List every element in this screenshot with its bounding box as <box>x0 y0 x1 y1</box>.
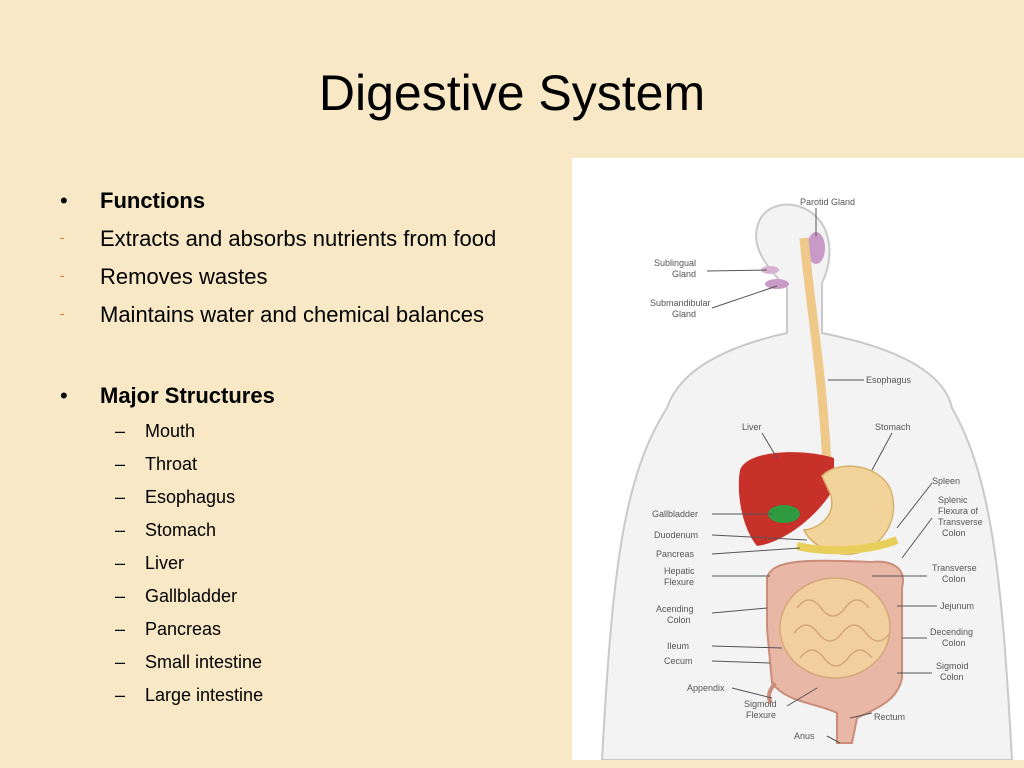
label-splenic-flexure-3: Transverse <box>938 517 983 527</box>
label-sigmoid-colon: Sigmoid <box>936 661 969 671</box>
bullet-icon: • <box>60 383 68 408</box>
dash-icon: - <box>60 230 65 245</box>
dash-icon: - <box>60 306 65 321</box>
structures-heading: Major Structures <box>100 383 275 408</box>
label-ascending-colon: Acending <box>656 604 694 614</box>
label-submandibular-gland-2: Gland <box>672 309 696 319</box>
label-rectum: Rectum <box>874 712 905 722</box>
label-leader-lines <box>706 208 937 744</box>
dash-icon: – <box>115 487 126 507</box>
label-splenic-flexure: Splenic <box>938 495 968 505</box>
anatomy-illustration: Parotid Gland Sublingual Gland Submandib… <box>600 197 1014 760</box>
appendix-shape <box>766 681 777 705</box>
label-sublingual-gland: Sublingual <box>654 258 696 268</box>
dash-icon: – <box>115 586 126 606</box>
submandibular-gland-shape <box>765 279 789 289</box>
label-appendix: Appendix <box>687 683 725 693</box>
slide-title: Digestive System <box>318 65 706 121</box>
label-splenic-flexure-4: Colon <box>942 528 966 538</box>
bullet-icon: • <box>60 188 68 213</box>
small-intestine-shape <box>779 577 891 679</box>
label-duodenum: Duodenum <box>654 530 698 540</box>
intestine-coils <box>793 599 891 667</box>
label-sigmoid-flexure: Sigmoid <box>744 699 777 709</box>
dash-icon: – <box>115 652 126 672</box>
dash-icon: – <box>115 685 126 705</box>
label-descending-colon-2: Colon <box>942 638 966 648</box>
label-sigmoid-flexure-2: Flexure <box>746 710 776 720</box>
dash-icon: – <box>115 520 126 540</box>
label-sublingual-gland-2: Gland <box>672 269 696 279</box>
esophagus-shape <box>799 237 833 489</box>
sublingual-gland-shape <box>761 266 779 274</box>
parotid-gland-shape <box>807 232 825 264</box>
label-anus: Anus <box>794 731 815 741</box>
label-cecum: Cecum <box>664 656 693 666</box>
label-hepatic-flexure-2: Flexure <box>664 577 694 587</box>
dash-icon: – <box>115 619 126 639</box>
label-splenic-flexure-2: Flexura of <box>938 506 979 516</box>
label-transverse-colon: Transverse <box>932 563 977 573</box>
label-descending-colon: Decending <box>930 627 973 637</box>
label-esophagus: Esophagus <box>866 375 912 385</box>
dash-icon: - <box>60 268 65 283</box>
functions-heading: Functions <box>100 188 206 213</box>
label-pancreas: Pancreas <box>656 549 695 559</box>
liver-shape <box>738 452 834 546</box>
label-spleen: Spleen <box>932 476 960 486</box>
label-ileum: Ileum <box>667 641 689 651</box>
label-hepatic-flexure: Hepatic <box>664 566 695 576</box>
gallbladder-shape <box>768 505 800 523</box>
label-liver: Liver <box>742 422 762 432</box>
dash-icon: – <box>115 454 126 474</box>
anatomy-labels: Parotid Gland Sublingual Gland Submandib… <box>650 197 983 741</box>
dash-icon: – <box>115 553 126 573</box>
label-stomach: Stomach <box>875 422 911 432</box>
label-sigmoid-colon-2: Colon <box>940 672 964 682</box>
pancreas-shape <box>796 536 899 555</box>
label-submandibular-gland: Submandibular <box>650 298 711 308</box>
label-ascending-colon-2: Colon <box>667 615 691 625</box>
label-gallbladder: Gallbladder <box>652 509 698 519</box>
label-parotid-gland: Parotid Gland <box>800 197 855 207</box>
dash-icon: – <box>115 421 126 441</box>
digestive-system-diagram: Parotid Gland Sublingual Gland Submandib… <box>572 158 1024 760</box>
label-transverse-colon-2: Colon <box>942 574 966 584</box>
label-jejunum: Jejunum <box>940 601 974 611</box>
